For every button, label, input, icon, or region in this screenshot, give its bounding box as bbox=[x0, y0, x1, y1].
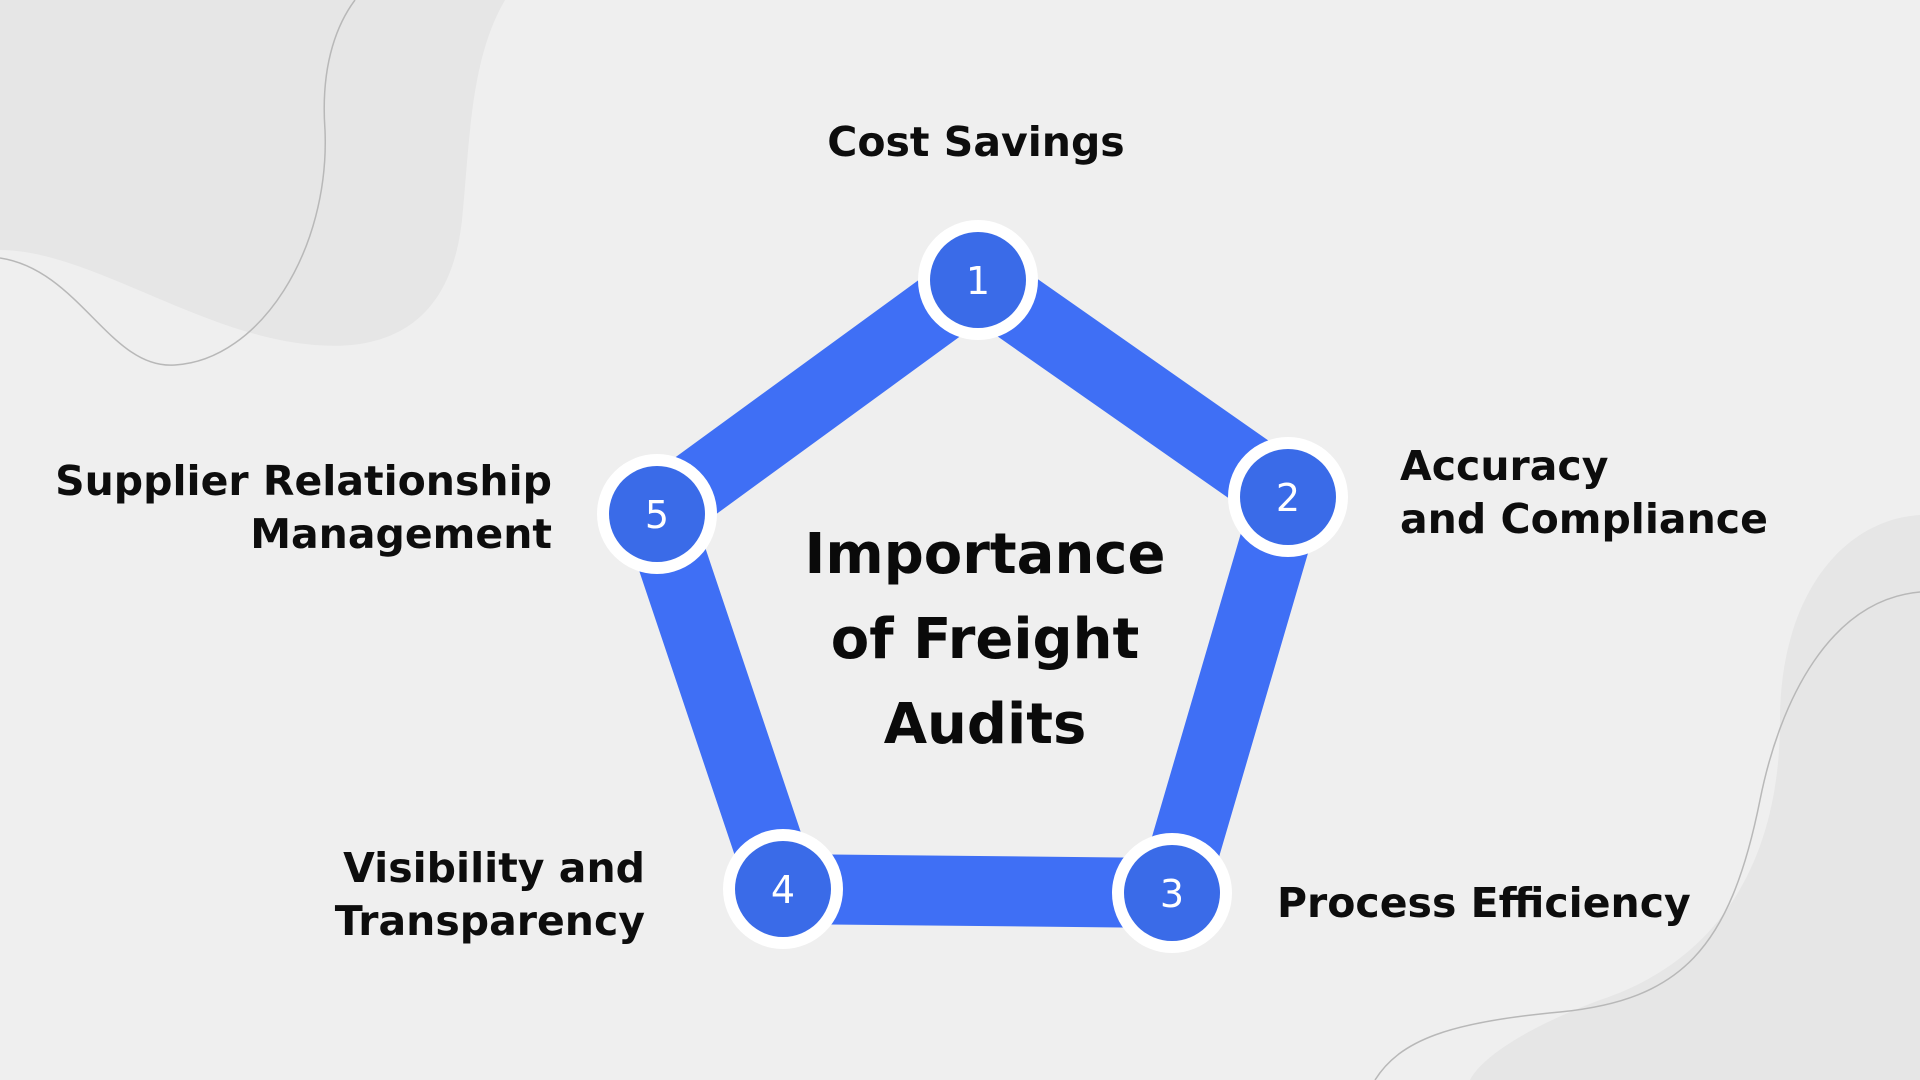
label-cost-savings: Cost Savings bbox=[720, 116, 1232, 169]
node-number: 5 bbox=[645, 493, 669, 537]
diagram-title-line-1: Importance bbox=[804, 522, 1166, 587]
node-fill bbox=[930, 232, 1026, 328]
label-supplier-relationship: Supplier Relationship Management bbox=[55, 455, 552, 561]
node-number: 4 bbox=[771, 868, 795, 912]
label-visibility-transparency: Visibility and Transparency bbox=[335, 842, 645, 948]
background-curve-bottom-right bbox=[1374, 591, 1920, 1080]
label-process-efficiency: Process Efficiency bbox=[1277, 877, 1691, 930]
label-5-line-2: Management bbox=[250, 510, 552, 558]
pentagon-edges bbox=[622, 245, 1323, 928]
diagram-title-line-2: of Freight bbox=[830, 607, 1140, 672]
node-fill bbox=[735, 841, 831, 937]
edge-2-3 bbox=[1137, 462, 1323, 928]
node-3: 3 bbox=[1112, 833, 1232, 953]
node-number: 3 bbox=[1160, 872, 1184, 916]
node-fill bbox=[609, 466, 705, 562]
node-fill bbox=[1240, 449, 1336, 545]
label-2-line-2: and Compliance bbox=[1400, 495, 1768, 543]
node-1: 1 bbox=[918, 220, 1038, 340]
background-curve-top-left bbox=[0, 0, 356, 366]
background-blob-top-left bbox=[0, 0, 505, 346]
diagram-title: Importance of Freight Audits bbox=[735, 512, 1235, 767]
node-4: 4 bbox=[723, 829, 843, 949]
label-accuracy-compliance: Accuracy and Compliance bbox=[1400, 440, 1768, 546]
label-2-line-1: Accuracy bbox=[1400, 442, 1609, 490]
label-3-line-1: Process Efficiency bbox=[1277, 879, 1691, 927]
edge-4-5 bbox=[622, 479, 818, 924]
edge-3-4 bbox=[748, 854, 1207, 928]
node-5: 5 bbox=[597, 454, 717, 574]
label-1-line-1: Cost Savings bbox=[827, 118, 1125, 166]
label-5-line-1: Supplier Relationship bbox=[55, 457, 552, 505]
node-number: 1 bbox=[966, 259, 990, 303]
node-number: 2 bbox=[1276, 476, 1300, 520]
label-4-line-1: Visibility and bbox=[343, 844, 645, 892]
edge-5-1 bbox=[622, 245, 1013, 549]
edge-1-2 bbox=[943, 245, 1323, 532]
pentagon-nodes: 1 2 3 4 5 bbox=[597, 220, 1348, 953]
label-4-line-2: Transparency bbox=[334, 897, 645, 945]
diagram-title-line-3: Audits bbox=[883, 692, 1087, 757]
node-2: 2 bbox=[1228, 437, 1348, 557]
background-blob-bottom-right bbox=[1470, 515, 1920, 1080]
node-fill bbox=[1124, 845, 1220, 941]
